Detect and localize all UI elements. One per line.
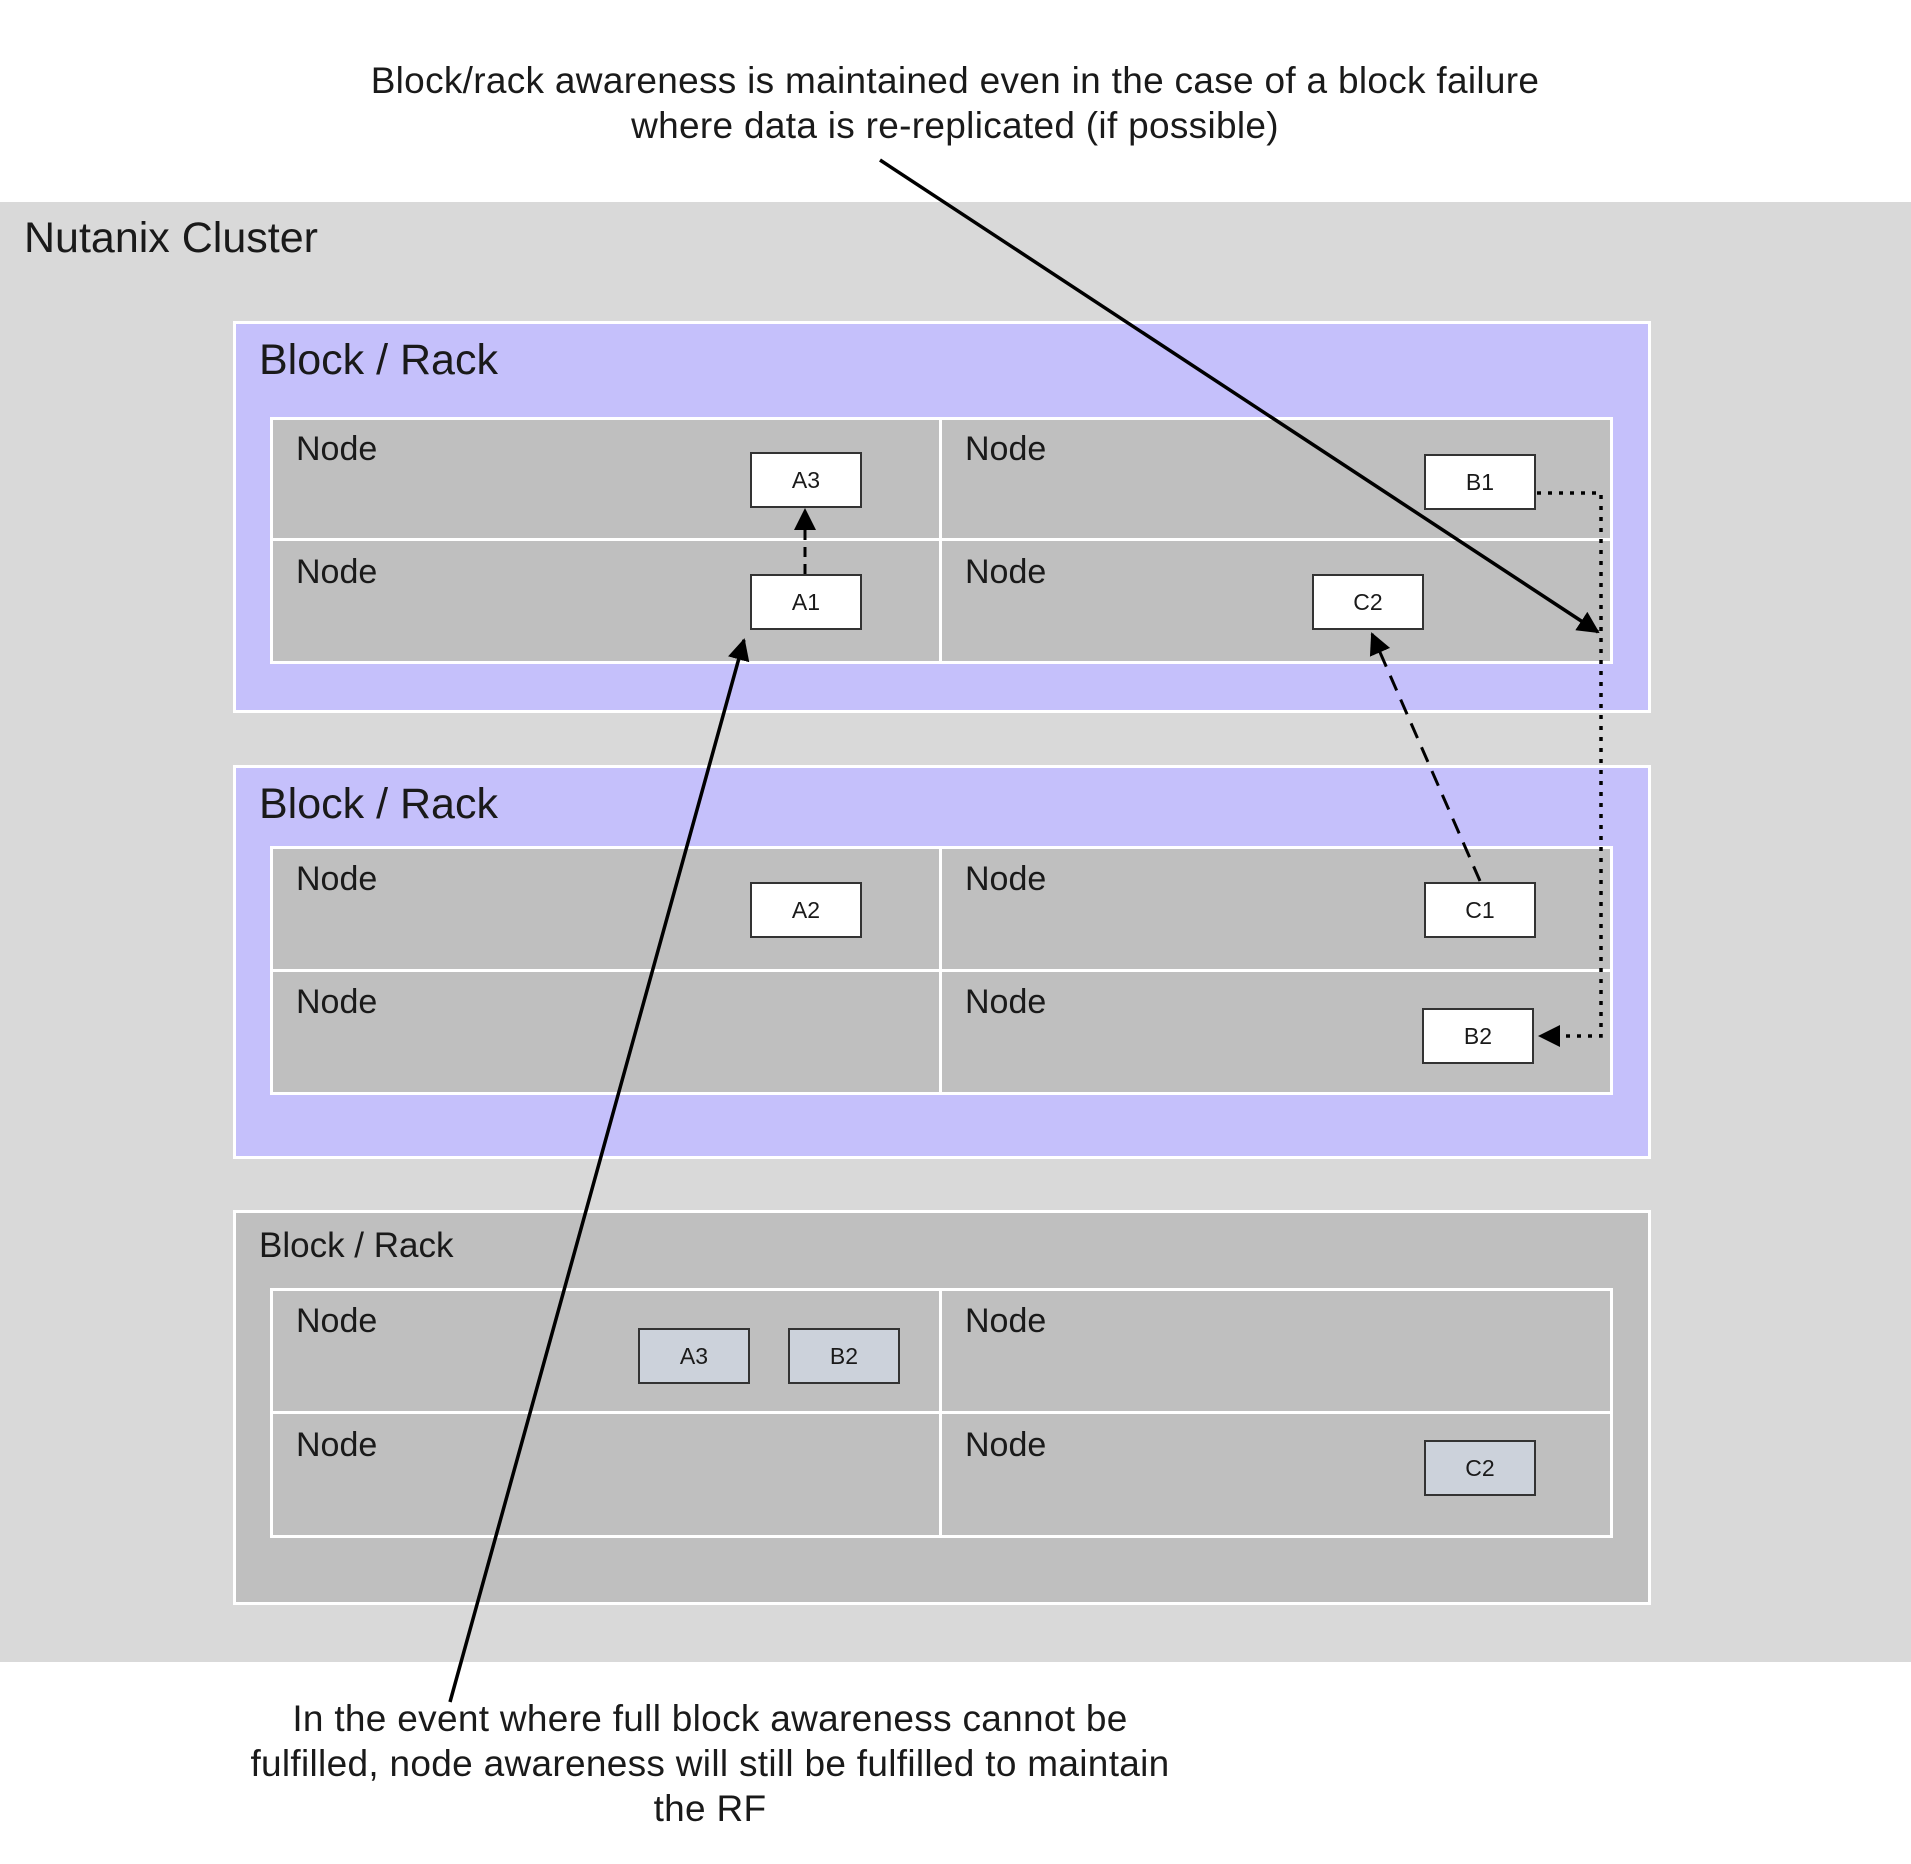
node-label: Node — [965, 983, 1047, 1021]
chunk-c2: C2 — [1312, 574, 1424, 630]
node-label: Node — [965, 860, 1047, 898]
block-2-title: Block / Rack — [259, 780, 498, 828]
arrow-b1-to-b2 — [1537, 491, 1603, 1047]
bottom-annotation: In the event where full block awareness … — [250, 1698, 1170, 1829]
block-3-node-3 — [270, 1411, 942, 1538]
node-label: Node — [296, 553, 378, 591]
block-1-title: Block / Rack — [259, 336, 498, 384]
chunk-b1: B1 — [1424, 454, 1536, 510]
node-label: Node — [965, 1302, 1047, 1340]
node-label: Node — [965, 1426, 1047, 1464]
chunk-c1: C1 — [1424, 882, 1536, 938]
arrow-c1-to-c2 — [1369, 632, 1482, 882]
chunk-a1: A1 — [750, 574, 862, 630]
node-label: Node — [965, 553, 1047, 591]
node-label: Node — [296, 860, 378, 898]
block-3-node-2 — [939, 1288, 1613, 1414]
bottom-annotation-pointer — [448, 638, 750, 1703]
chunk-a3: A3 — [750, 452, 862, 508]
chunk-a2: A2 — [750, 882, 862, 938]
node-label: Node — [296, 430, 378, 468]
chunk-c2-lost: C2 — [1424, 1440, 1536, 1496]
cluster-title: Nutanix Cluster — [24, 214, 318, 262]
node-label: Node — [296, 1426, 378, 1464]
chunk-b2: B2 — [1422, 1008, 1534, 1064]
block-2-node-3 — [270, 969, 942, 1095]
block-3-title: Block / Rack — [259, 1226, 454, 1265]
block-1-node-4 — [939, 538, 1613, 664]
top-annotation-pointer — [879, 158, 1600, 634]
node-label: Node — [965, 430, 1047, 468]
top-annotation: Block/rack awareness is maintained even … — [370, 60, 1540, 146]
node-label: Node — [296, 983, 378, 1021]
chunk-a3-lost: A3 — [638, 1328, 750, 1384]
chunk-b2-lost: B2 — [788, 1328, 900, 1384]
node-label: Node — [296, 1302, 378, 1340]
